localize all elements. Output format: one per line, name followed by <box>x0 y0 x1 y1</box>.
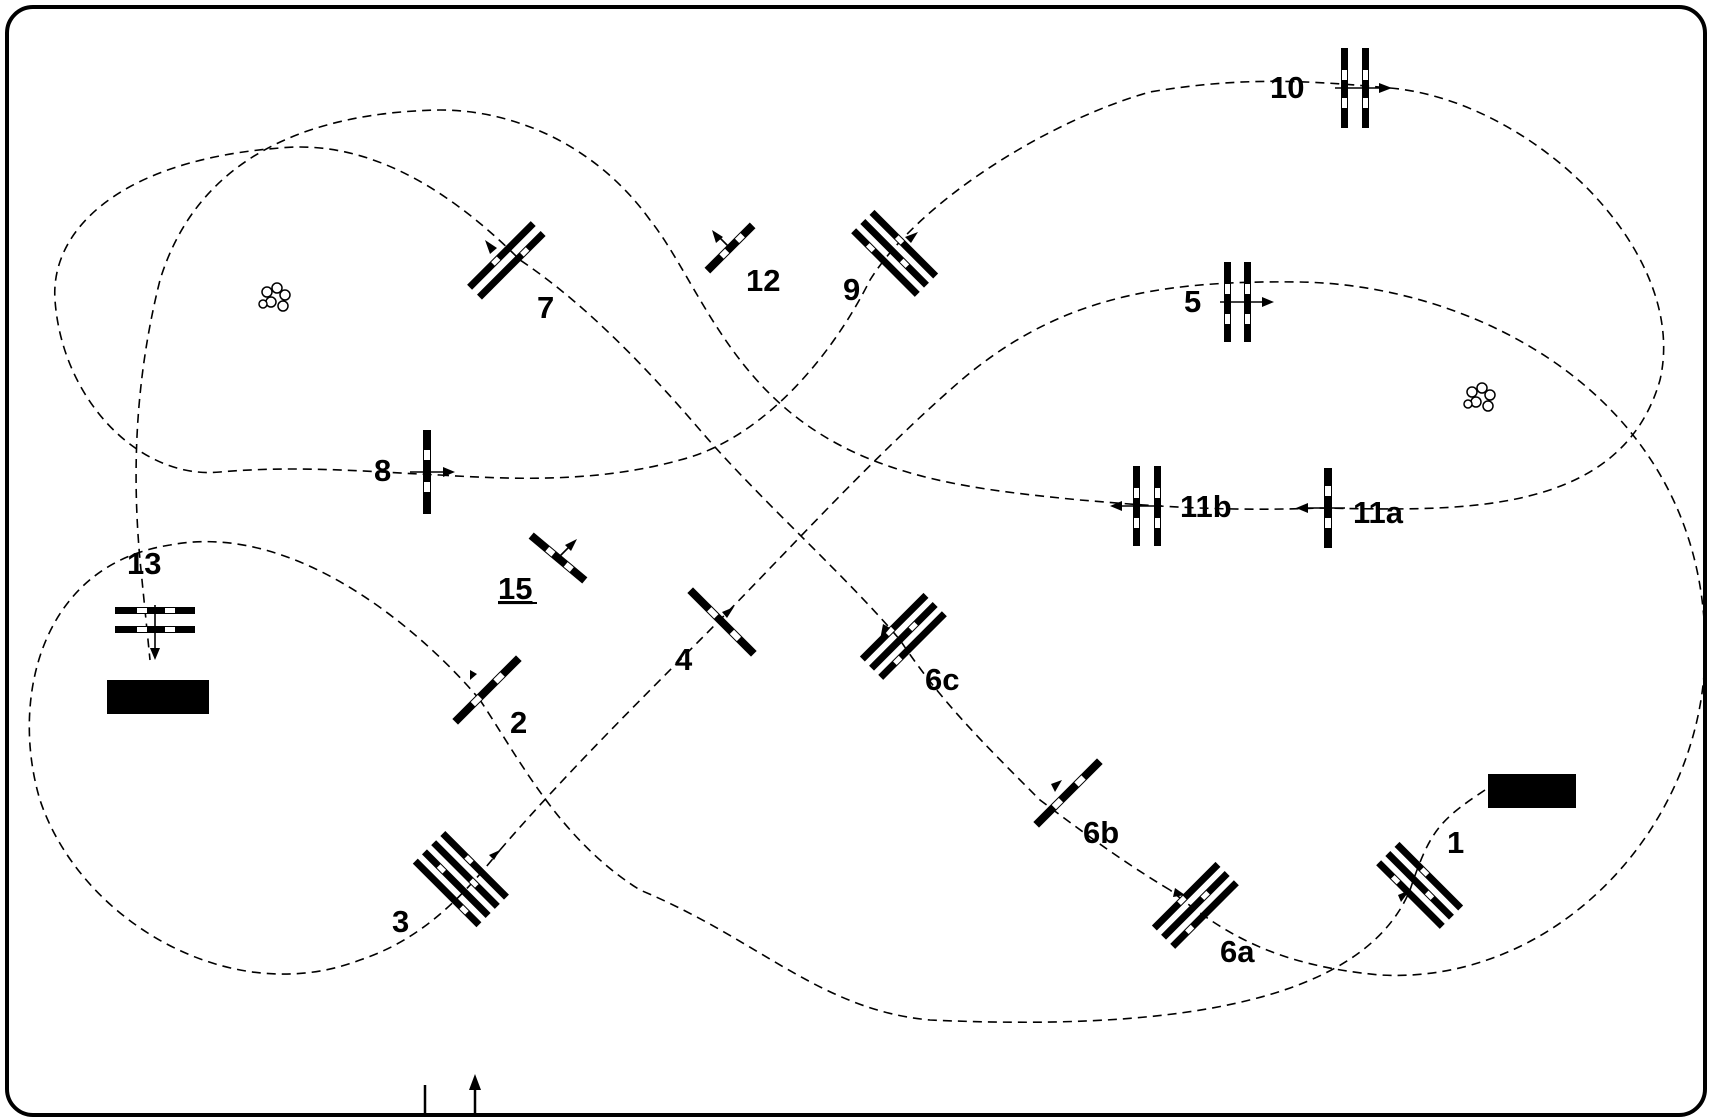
direction-arrows <box>150 83 1410 902</box>
arena-border <box>5 5 1707 1117</box>
fence-8-label: 8 <box>374 453 391 488</box>
fence-15-label: 15 <box>498 571 532 606</box>
fence-6c-label: 6c <box>925 662 959 697</box>
fence-10-label: 10 <box>1270 70 1304 105</box>
fence-9 <box>851 209 939 297</box>
fence-1-label: 1 <box>1447 825 1464 860</box>
fence-6b-label: 6b <box>1083 815 1119 850</box>
fence-2-label: 2 <box>510 705 527 740</box>
fence-3-label: 3 <box>392 904 409 939</box>
fence-12-label: 12 <box>746 263 780 298</box>
fence-6a <box>1151 861 1239 949</box>
shrub-icon <box>1463 382 1496 412</box>
entrance-arrow-icon <box>469 1074 481 1115</box>
fence-5-label: 5 <box>1184 284 1201 319</box>
fence-4-label: 4 <box>675 642 693 677</box>
shrub-icon <box>258 282 291 312</box>
fence-7 <box>467 221 546 300</box>
start-box <box>1488 774 1576 808</box>
fence-4 <box>687 587 757 657</box>
fence-11b-label: 11b <box>1180 489 1232 524</box>
fence-6c <box>859 592 947 680</box>
fence-7-label: 7 <box>537 290 554 325</box>
fence-1 <box>1376 841 1464 929</box>
fence-6b <box>1033 758 1103 828</box>
fence-3 <box>412 831 509 928</box>
fence-11a-label: 11a <box>1353 495 1404 530</box>
fence-13-label: 13 <box>127 546 161 581</box>
fence-9-label: 9 <box>843 272 860 307</box>
finish-box <box>107 680 209 714</box>
fence-2 <box>452 655 522 725</box>
fence-6a-label: 6a <box>1220 934 1255 969</box>
